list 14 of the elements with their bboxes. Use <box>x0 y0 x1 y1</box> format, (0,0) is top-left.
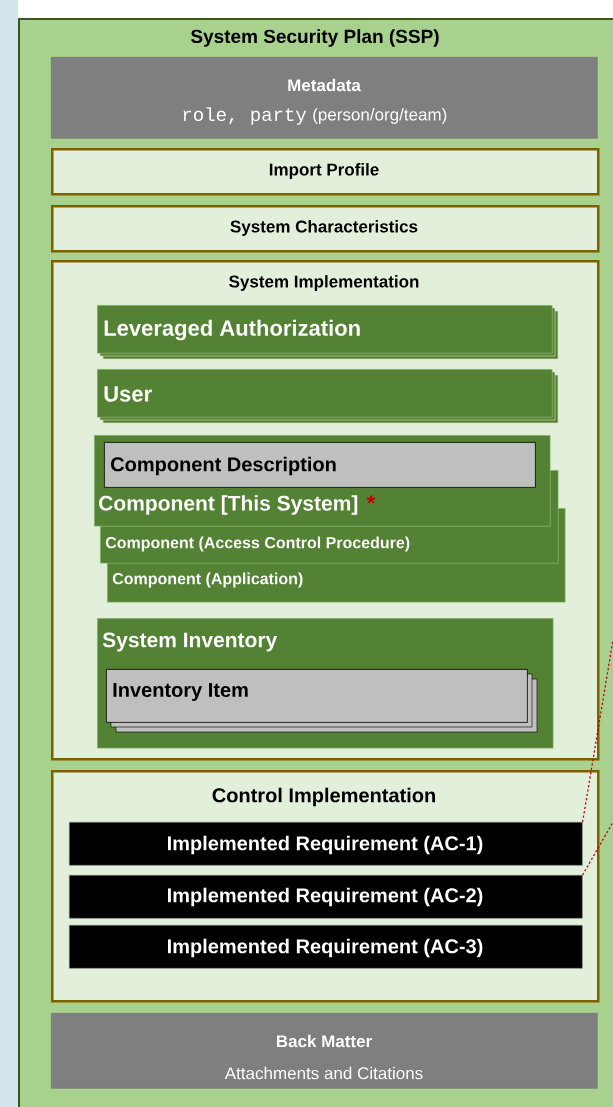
leader-line <box>581 821 613 876</box>
requirement-bar: Implemented Requirement (AC-2) <box>69 875 583 919</box>
description-box: Component Description <box>104 442 536 488</box>
section-box: Back Matter Attachments and Citations <box>51 1013 598 1089</box>
section-box: Metadata role, party (person/org/team) <box>51 57 598 139</box>
leader-line <box>581 639 613 823</box>
asterisk: * <box>366 495 376 504</box>
section-box: Import Profile <box>51 148 600 196</box>
requirement-bar: Implemented Requirement (AC-3) <box>69 925 583 969</box>
requirement-bar: Implemented Requirement (AC-1) <box>69 822 583 866</box>
section-box: System Characteristics <box>51 205 600 253</box>
stacked-box: User <box>97 369 559 424</box>
stacked-box: Leveraged Authorization <box>97 305 559 360</box>
stacked-box: Inventory Item <box>106 669 538 733</box>
